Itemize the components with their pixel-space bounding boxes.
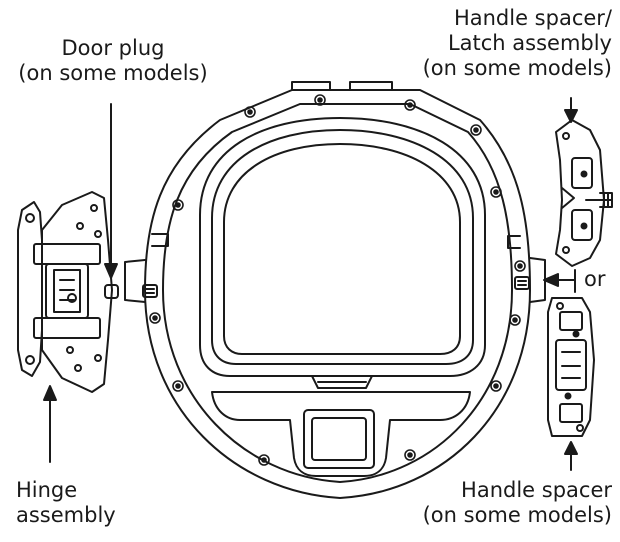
door-plug-label-line2: (on some models) (18, 61, 208, 85)
latch-label-line3: (on some models) (422, 56, 612, 80)
handle-spacer-label-line1: Handle spacer (461, 478, 612, 502)
arrows (43, 97, 578, 471)
latch-label-line1: Handle spacer/ (453, 6, 612, 30)
handle-spacer-label: Handle spacer (on some models) (400, 478, 612, 528)
or-label: or (584, 267, 606, 291)
latch-assembly-label: Handle spacer/ Latch assembly (on some m… (400, 6, 612, 81)
handle-spacer-label-line2: (on some models) (422, 503, 612, 527)
latch-label-line2: Latch assembly (447, 31, 612, 55)
hinge-label-line2: assembly (16, 503, 116, 527)
door-ring (124, 81, 546, 499)
ring-screws (149, 94, 526, 466)
hinge-assembly-label: Hinge assembly (16, 478, 116, 528)
door-window (199, 117, 486, 389)
handle-spacer-part (547, 297, 595, 437)
hinge-label-line1: Hinge (16, 478, 78, 502)
bottom-recess (211, 391, 471, 477)
door-plug-label-line1: Door plug (61, 36, 165, 60)
hinge-assembly-part (17, 191, 113, 393)
latch-assembly-part (555, 119, 613, 267)
door-plug-part (104, 284, 119, 299)
door-plug-label: Door plug (on some models) (8, 36, 218, 86)
